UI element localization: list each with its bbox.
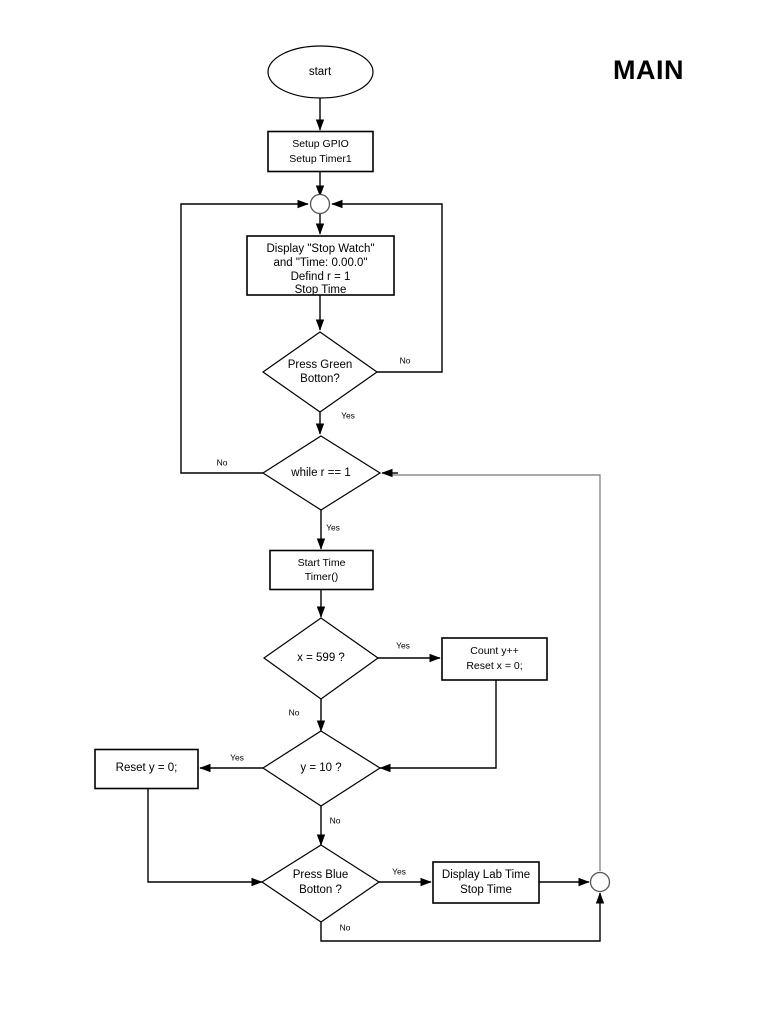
node-setup[interactable] [267,130,374,173]
node-x599-label: x = 599 ? [297,652,345,664]
node-while-decision[interactable] [261,435,382,511]
node-press-green-label-line2: Botton? [300,373,340,385]
node-display-lab-time[interactable] [432,861,540,904]
edge-label-green-no: No [400,355,411,365]
edge-label-blue-no: No [340,922,351,932]
node-display-label-line2: and "Time: 0.00.0" [273,257,367,269]
edge-county-to-y10 [379,680,497,773]
node-y10-decision[interactable] [261,730,382,807]
node-count-y-label-line2: Reset x = 0; [466,660,522,672]
node-y10-label: y = 10 ? [300,762,341,774]
edge-while-no [180,199,309,474]
node-press-blue-label-line1: Press Blue [293,869,349,881]
node-start-label: start [309,66,332,78]
edge-label-while-no: No [217,457,228,467]
page-title: MAIN [613,55,684,85]
node-reset-y[interactable] [94,748,199,790]
edge-label-while-yes: Yes [326,522,340,532]
node-join1-connector[interactable] [309,193,331,215]
edge-label-blue-yes: Yes [392,866,406,876]
edge-label-x599-yes: Yes [396,640,410,650]
node-display-label-line1: Display "Stop Watch" [266,243,374,255]
edge-label-green-yes: Yes [341,410,355,420]
edge-blue-no [320,892,605,942]
edge-join2-to-while [390,474,601,871]
node-start[interactable] [267,45,374,99]
edge-green-no [331,199,443,373]
node-start-time-label-line1: Start Time [298,557,346,569]
node-display-lab-time-label-line1: Display Lab Time [442,869,530,881]
node-press-green-label-line1: Press Green [288,359,353,371]
node-display-label-line3: Defind r = 1 [291,271,351,283]
node-display-lab-time-label-line2: Stop Time [460,884,512,896]
node-press-blue-label-line2: Botton ? [299,884,342,896]
node-count-y[interactable] [441,637,548,681]
node-press-blue-decision[interactable] [260,844,381,923]
node-x599-decision[interactable] [262,617,380,700]
node-setup-label-line2: Setup Timer1 [289,153,352,165]
node-start-time-label-line2: Timer() [305,571,338,583]
edge-resety-to-blue [147,789,263,887]
node-display[interactable] [246,235,395,296]
edge-label-y10-yes: Yes [230,752,244,762]
node-display-label-line4: Stop Time [295,284,347,296]
node-reset-y-label: Reset y = 0; [116,762,178,774]
node-join2-connector[interactable] [589,871,611,893]
node-start-time[interactable] [269,549,374,591]
node-count-y-label-line1: Count y++ [470,645,518,657]
node-press-green-decision[interactable] [261,331,379,413]
node-setup-label-line1: Setup GPIO [292,138,349,150]
edge-label-y10-no: No [330,815,341,825]
edge-label-x599-no: No [289,707,300,717]
node-while-label: while r == 1 [290,467,350,479]
